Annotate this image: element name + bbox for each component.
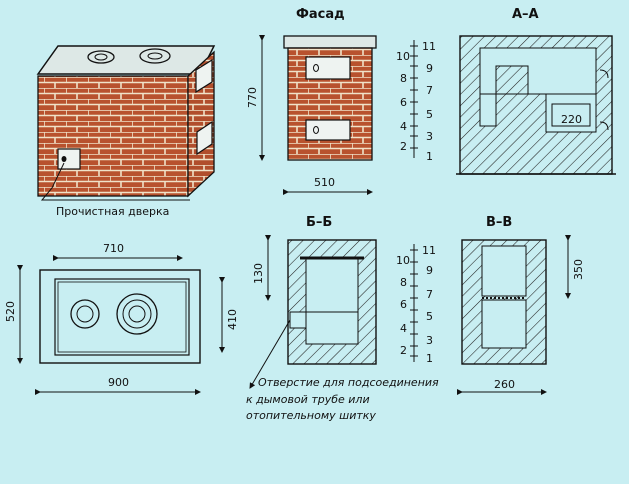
plan-outline <box>39 269 201 364</box>
row-label: 11 <box>422 40 436 53</box>
dim-facade-height: 770 <box>246 87 259 108</box>
flue-leader <box>249 319 291 389</box>
row-label: 3 <box>426 130 433 143</box>
cleanout-door <box>57 148 81 170</box>
section-bb-title: Б–Б <box>306 215 332 230</box>
row-label: 1 <box>426 150 433 163</box>
perspective-view: Прочистная дверка <box>36 45 216 218</box>
row-label: 7 <box>426 288 433 301</box>
dim-facade-width: 510 <box>314 176 335 189</box>
chimney-note-line-1: Отверстие для подсоединения <box>258 376 439 389</box>
row-label: 6 <box>400 96 407 109</box>
section-vv-title: В–В <box>486 215 512 230</box>
ash-door <box>196 120 213 156</box>
dim-bb-top: 130 <box>252 263 265 284</box>
row-label: 6 <box>400 298 407 311</box>
row-scale-bottom: 10 8 6 4 2 11 9 7 5 3 1 <box>396 244 436 365</box>
row-label: 9 <box>426 62 433 75</box>
row-label: 10 <box>396 254 410 267</box>
side-brick-face <box>187 50 215 198</box>
plan-burner-left <box>70 299 100 329</box>
row-label: 8 <box>400 72 407 85</box>
burner-ring-left <box>87 50 115 64</box>
dim-vv-right: 350 <box>572 259 585 280</box>
section-bb: Б–Б 130 <box>249 215 377 389</box>
burner-ring-right <box>139 48 171 64</box>
facade-fire-door <box>305 56 351 80</box>
row-label: 11 <box>422 244 436 257</box>
dim-plan-right: 410 <box>226 309 239 330</box>
plan-burner-right <box>116 293 158 335</box>
row-label: 10 <box>396 50 410 63</box>
bb-flue-opening <box>289 311 307 329</box>
row-label: 8 <box>400 276 407 289</box>
row-scale-top: 10 8 6 4 2 11 9 7 5 3 1 <box>396 40 436 163</box>
dim-aa-opening: 220 <box>561 113 582 126</box>
chimney-note-line-3: отопительному шитку <box>246 409 376 422</box>
chimney-note: Отверстие для подсоединения к дымовой тр… <box>246 376 439 422</box>
plan-view: 710 520 410 900 <box>4 242 239 395</box>
row-label: 4 <box>400 120 407 133</box>
row-label: 3 <box>426 334 433 347</box>
dim-vv-bottom: 260 <box>494 378 515 391</box>
front-brick-face <box>37 75 189 197</box>
cleanout-door-label: Прочистная дверка <box>56 205 169 218</box>
facade-top-plate <box>283 35 377 49</box>
burner-center-left <box>94 53 108 61</box>
row-label: 1 <box>426 352 433 365</box>
chimney-note-line-2: к дымовой трубе или <box>246 393 370 406</box>
row-label: 2 <box>400 344 407 357</box>
dim-plan-left: 520 <box>4 301 17 322</box>
cleanout-leader <box>40 162 190 201</box>
facade-title: Фасад <box>296 7 345 22</box>
cooktop-plate <box>36 45 216 75</box>
dim-plan-top: 710 <box>103 242 124 255</box>
row-label: 7 <box>426 84 433 97</box>
section-vv: В–В 350 260 <box>457 215 585 395</box>
fire-door <box>195 58 213 94</box>
row-label: 2 <box>400 140 407 153</box>
facade-brick <box>287 47 373 161</box>
facade-view: Фасад 770 510 <box>246 7 377 195</box>
row-label: 5 <box>426 310 433 323</box>
dim-plan-bottom: 900 <box>108 376 129 389</box>
row-label: 9 <box>426 264 433 277</box>
section-aa-title: А–А <box>512 7 539 22</box>
burner-center-right <box>147 52 163 60</box>
facade-ash-door <box>305 119 351 141</box>
row-label: 5 <box>426 108 433 121</box>
section-aa: А–А 220 <box>456 7 616 175</box>
row-label: 4 <box>400 322 407 335</box>
